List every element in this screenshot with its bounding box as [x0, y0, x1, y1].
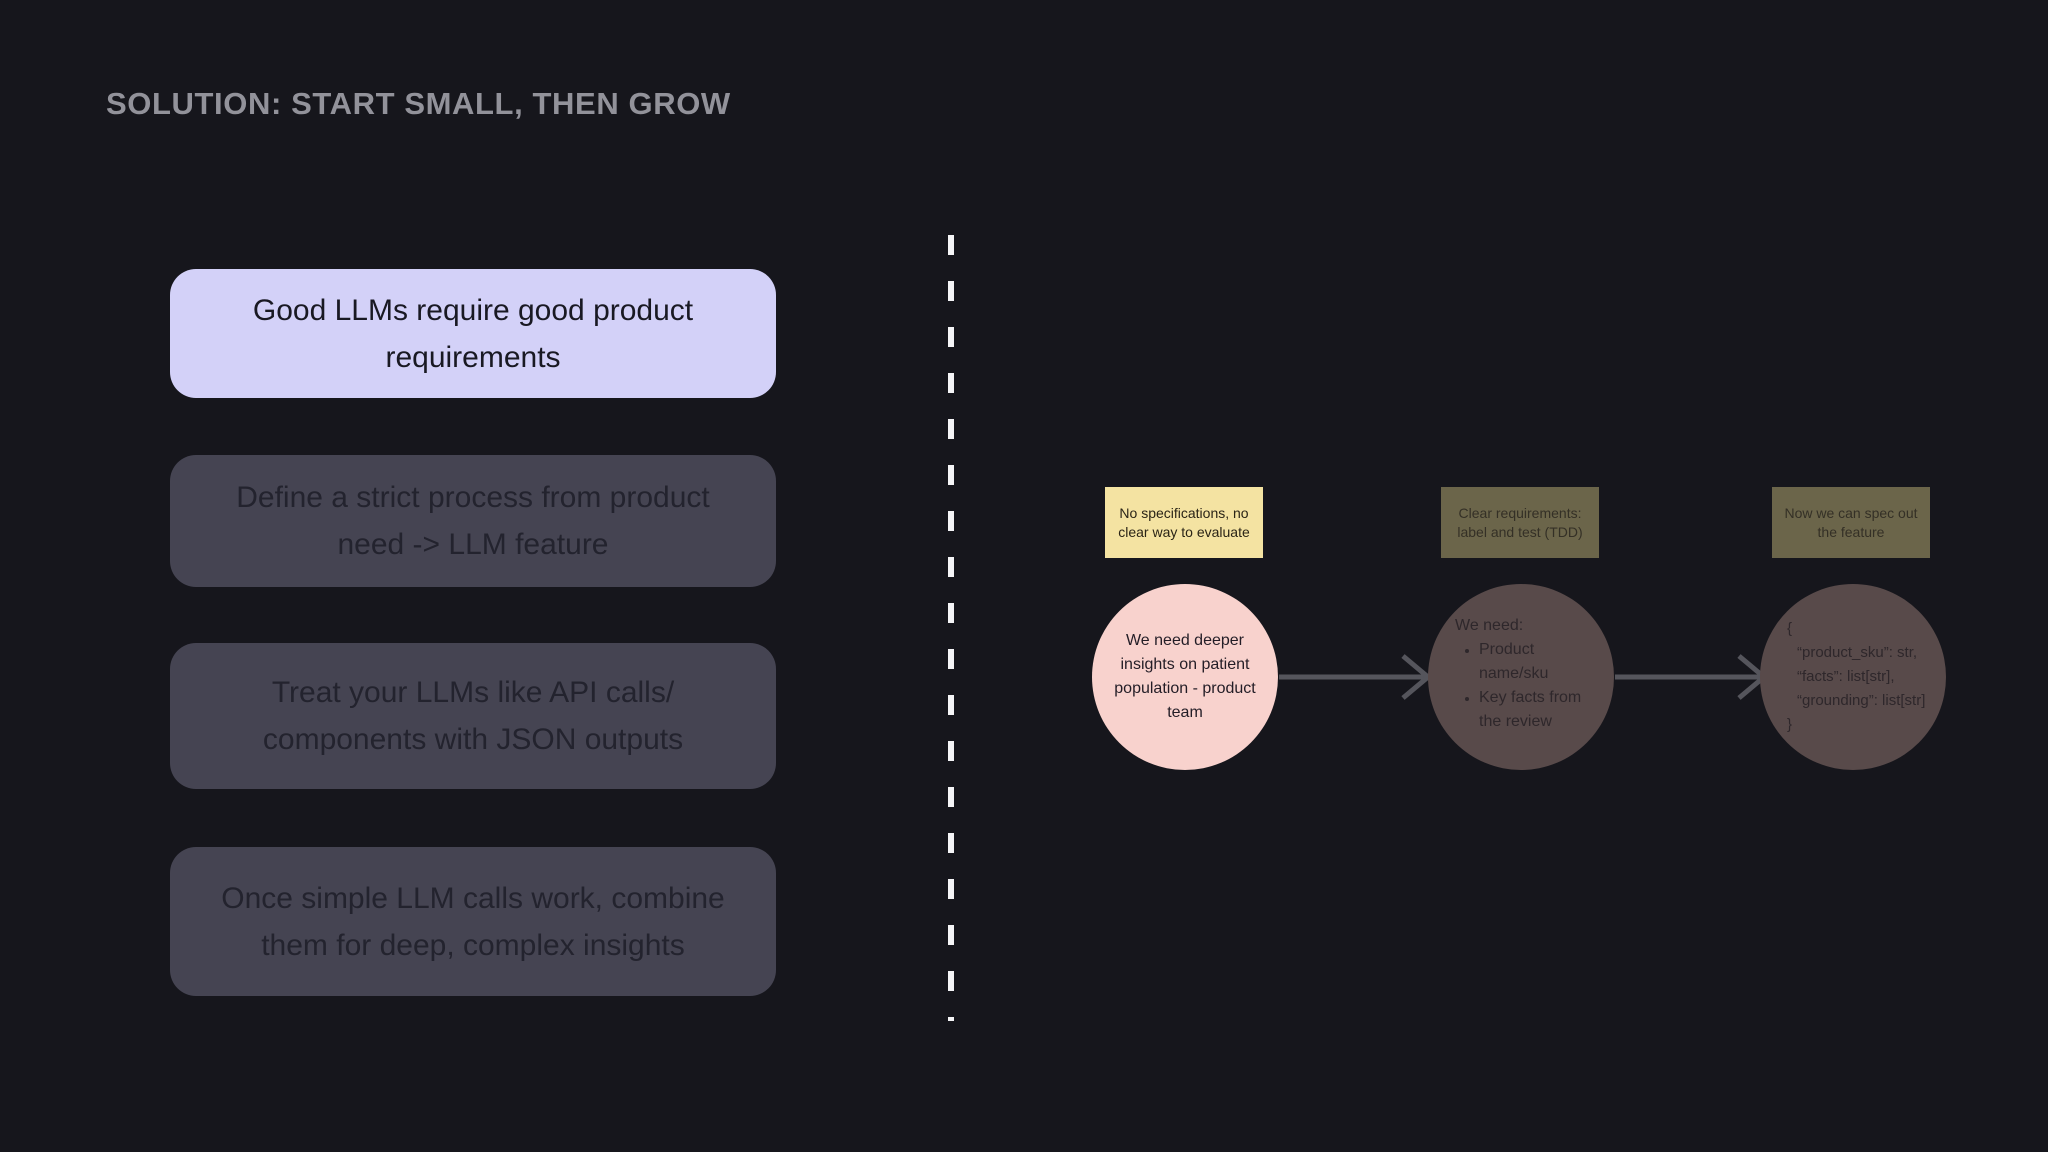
sticky-text: No specifications, no clear way to evalu…: [1118, 504, 1250, 540]
sticky-note-no-specifications: No specifications, no clear way to evalu…: [1105, 487, 1263, 558]
sticky-note-spec-feature: Now we can spec out the feature: [1772, 487, 1930, 558]
bubble-json-spec: { “product_sku”: str, “facts”: list[str]…: [1760, 584, 1946, 770]
card-text: Once simple LLM calls work, combine them…: [221, 881, 725, 962]
slide-title: SOLUTION: START SMALL, THEN GROW: [106, 86, 731, 121]
flow-arrow-1: [1277, 645, 1433, 709]
bubble-we-need-list: We need: Product name/sku Key facts from…: [1428, 584, 1614, 770]
right-arrow-icon: [1279, 654, 1432, 700]
bullet-item: Product name/sku: [1479, 638, 1597, 686]
json-code-block: { “product_sku”: str, “facts”: list[str]…: [1760, 617, 1925, 737]
bubble-list-intro: We need:: [1455, 617, 1524, 634]
code-line: }: [1787, 716, 1793, 733]
card-text: Treat your LLMs like API calls/ componen…: [262, 676, 684, 756]
right-arrow-icon: [1615, 654, 1768, 700]
bubble-product-team-quote: We need deeper insights on patient popul…: [1092, 584, 1278, 770]
sticky-note-clear-requirements: Clear requirements: label and test (TDD): [1441, 487, 1599, 558]
sticky-text: Now we can spec out the feature: [1784, 504, 1918, 540]
card-strict-process: Define a strict process from product nee…: [170, 455, 776, 587]
code-line: “product_sku”: str,: [1797, 644, 1918, 661]
code-line: {: [1787, 620, 1793, 637]
bubble-list: We need: Product name/sku Key facts from…: [1428, 584, 1614, 734]
card-text: Good LLMs require good product requireme…: [252, 293, 694, 374]
bubble-text: We need deeper insights on patient popul…: [1114, 632, 1256, 721]
card-combine-calls: Once simple LLM calls work, combine them…: [170, 847, 776, 996]
card-text: Define a strict process from product nee…: [236, 481, 710, 561]
code-line: “facts”: list[str],: [1797, 668, 1895, 685]
code-line: “grounding”: list[str]: [1797, 692, 1926, 709]
bubble-bullet-list: Product name/sku Key facts from the revi…: [1455, 638, 1604, 734]
bullet-item: Key facts from the review: [1479, 686, 1597, 734]
card-good-llms: Good LLMs require good product requireme…: [170, 269, 776, 398]
sticky-text: Clear requirements: label and test (TDD): [1457, 504, 1583, 540]
card-api-calls: Treat your LLMs like API calls/ componen…: [170, 643, 776, 789]
flow-arrow-2: [1613, 645, 1769, 709]
dashed-divider: [948, 235, 954, 1021]
